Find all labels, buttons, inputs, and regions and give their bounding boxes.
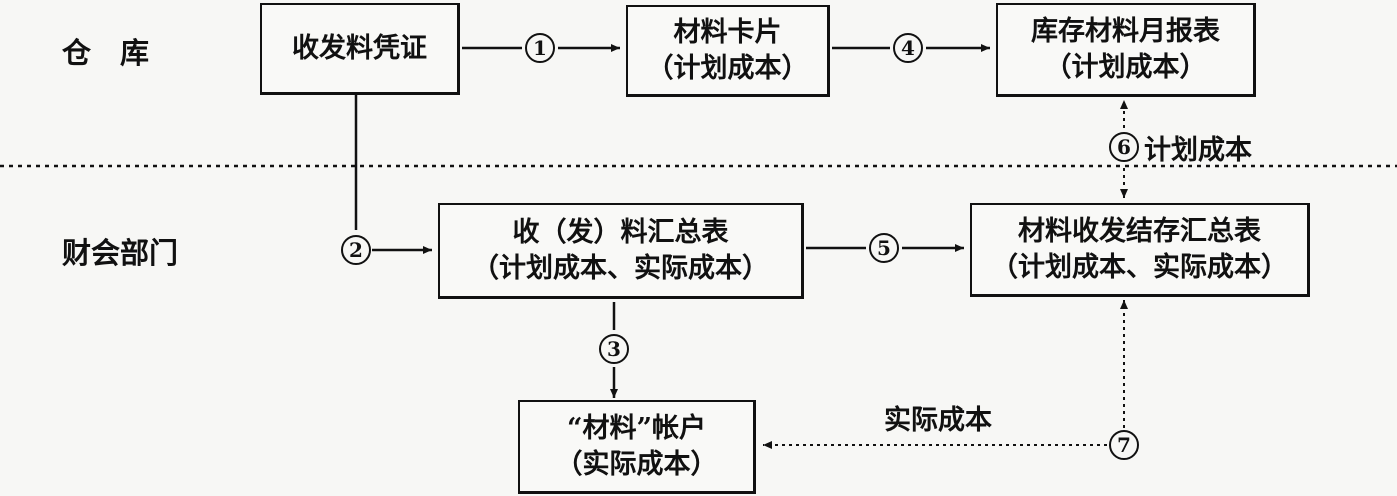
summary-table-subtitle: （计划成本、实际成本） [472, 252, 769, 284]
monthly-report-subtitle: （计划成本） [1044, 51, 1207, 83]
stock-summary-box: 材料收发结存汇总表 （计划成本、实际成本） [970, 203, 1310, 297]
material-card-title: 材料卡片 [673, 16, 782, 48]
step-7-marker: 7 [1109, 430, 1139, 460]
material-card-subtitle: （计划成本） [646, 52, 809, 84]
material-card-box: 材料卡片 （计划成本） [626, 5, 830, 97]
section-warehouse-label: 仓 库 [62, 36, 150, 70]
summary-table-title: 收（发）料汇总表 [512, 216, 729, 248]
step-3-marker: 3 [599, 334, 629, 364]
material-account-box: “材料”帐户 （实际成本） [518, 400, 756, 494]
step-5-marker: 5 [869, 233, 899, 263]
step-1-marker: 1 [525, 33, 555, 63]
voucher-box: 收发料凭证 [260, 3, 460, 95]
stock-summary-subtitle: （计划成本、实际成本） [991, 251, 1288, 283]
summary-table-box: 收（发）料汇总表 （计划成本、实际成本） [438, 203, 804, 299]
voucher-title: 收发料凭证 [292, 32, 427, 64]
monthly-report-title: 库存材料月报表 [1031, 15, 1220, 47]
section-finance-label: 财会部门 [62, 236, 179, 270]
monthly-report-box: 库存材料月报表 （计划成本） [996, 3, 1256, 97]
material-account-title: “材料”帐户 [566, 412, 707, 444]
step-6-marker: 6 [1109, 132, 1139, 162]
actual-cost-annotation: 实际成本 [884, 405, 992, 436]
step-2-marker: 2 [341, 235, 371, 265]
step-4-marker: 4 [893, 33, 923, 63]
stock-summary-title: 材料收发结存汇总表 [1018, 215, 1261, 247]
material-account-subtitle: （实际成本） [555, 448, 718, 480]
planned-cost-annotation: 计划成本 [1144, 135, 1252, 166]
